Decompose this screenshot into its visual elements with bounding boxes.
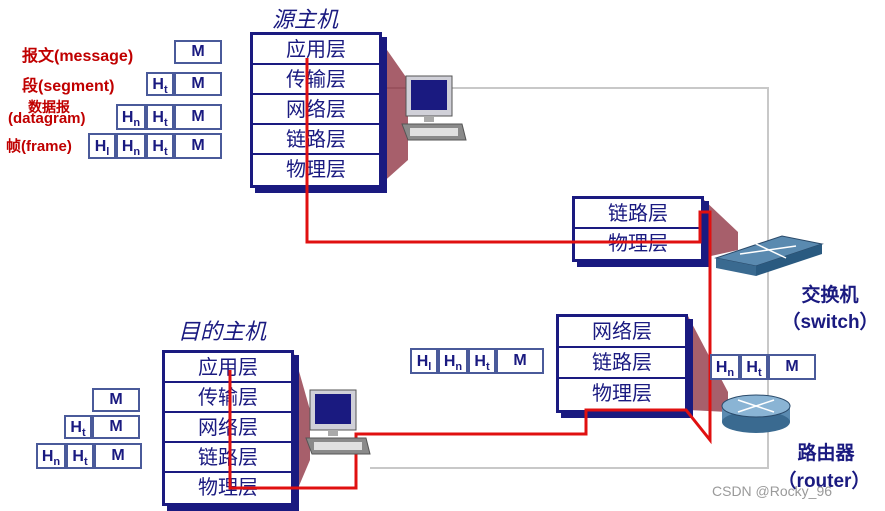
source-host-connector [380,40,408,185]
router-stack: 网络层 链路层 物理层 [556,314,688,413]
mid-frame-transport-header: Ht [468,348,496,374]
switch-label-en: （switch） [781,312,879,333]
router-datagram-transport-header: Ht [740,354,768,380]
segment-transport-header: Ht [146,72,174,96]
mid-frame-network-header: Hn [438,348,468,374]
source-layer-transport: 传输层 [253,65,379,95]
frame-payload: M [174,133,222,159]
dest-layer-link: 链路层 [165,443,291,473]
datagram-network-header: Hn [116,104,146,130]
dest-layer-network: 网络层 [165,413,291,443]
switch-layer-link: 链路层 [575,199,701,229]
router-datagram-network-header: Hn [710,354,740,380]
dest-datagram-network-header: Hn [36,443,66,469]
switch-label-cn: 交换机 [801,285,859,306]
data-path-line [228,58,712,490]
router-connector [688,316,728,412]
router-datagram-payload: M [768,354,816,380]
frame-transport-header: Ht [146,133,174,159]
dest-host-title: 目的主机 [178,320,267,345]
source-layer-physical: 物理层 [286,157,346,181]
router-layer-physical: 物理层 [592,381,652,405]
switch-stack: 链路层 物理层 [572,196,704,262]
message-payload: M [174,40,222,64]
label-frame: 帧(frame) [6,138,72,155]
frame-network-header: Hn [116,133,146,159]
watermark: CSDN @Rocky_96 [712,483,833,499]
label-message: 报文(message) [22,48,134,65]
label-datagram-cn: 数据报 [28,99,70,115]
source-host-title: 源主机 [272,8,339,33]
router-layer-link: 链路层 [559,348,685,379]
frame-link-header: Hl [88,133,116,159]
source-layer-link: 链路层 [253,125,379,155]
label-datagram-en: (datagram) [8,110,86,127]
network-boundary [370,87,769,469]
dest-segment-transport-header: Ht [64,415,92,439]
router-layer-network: 网络层 [559,317,685,348]
router-label-en: （router） [777,471,871,492]
dest-layer-transport: 传输层 [165,383,291,413]
dest-layer-application: 应用层 [165,353,291,383]
dest-host-connector [293,350,310,500]
source-layer-application: 应用层 [253,35,379,65]
segment-payload: M [174,72,222,96]
dest-host-stack: 应用层 传输层 网络层 链路层 物理层 [162,350,294,506]
datagram-payload: M [174,104,222,130]
dest-message-payload: M [92,388,140,412]
datagram-transport-header: Ht [146,104,174,130]
mid-frame-payload: M [496,348,544,374]
dest-datagram-payload: M [94,443,142,469]
router-label-cn: 路由器 [797,443,855,464]
mid-frame-link-header: Hl [410,348,438,374]
dest-datagram-transport-header: Ht [66,443,94,469]
label-segment: 段(segment) [22,78,115,95]
source-layer-network: 网络层 [253,95,379,125]
source-host-stack: 应用层 传输层 网络层 链路层 物理层 [250,32,382,188]
dest-segment-payload: M [92,415,140,439]
